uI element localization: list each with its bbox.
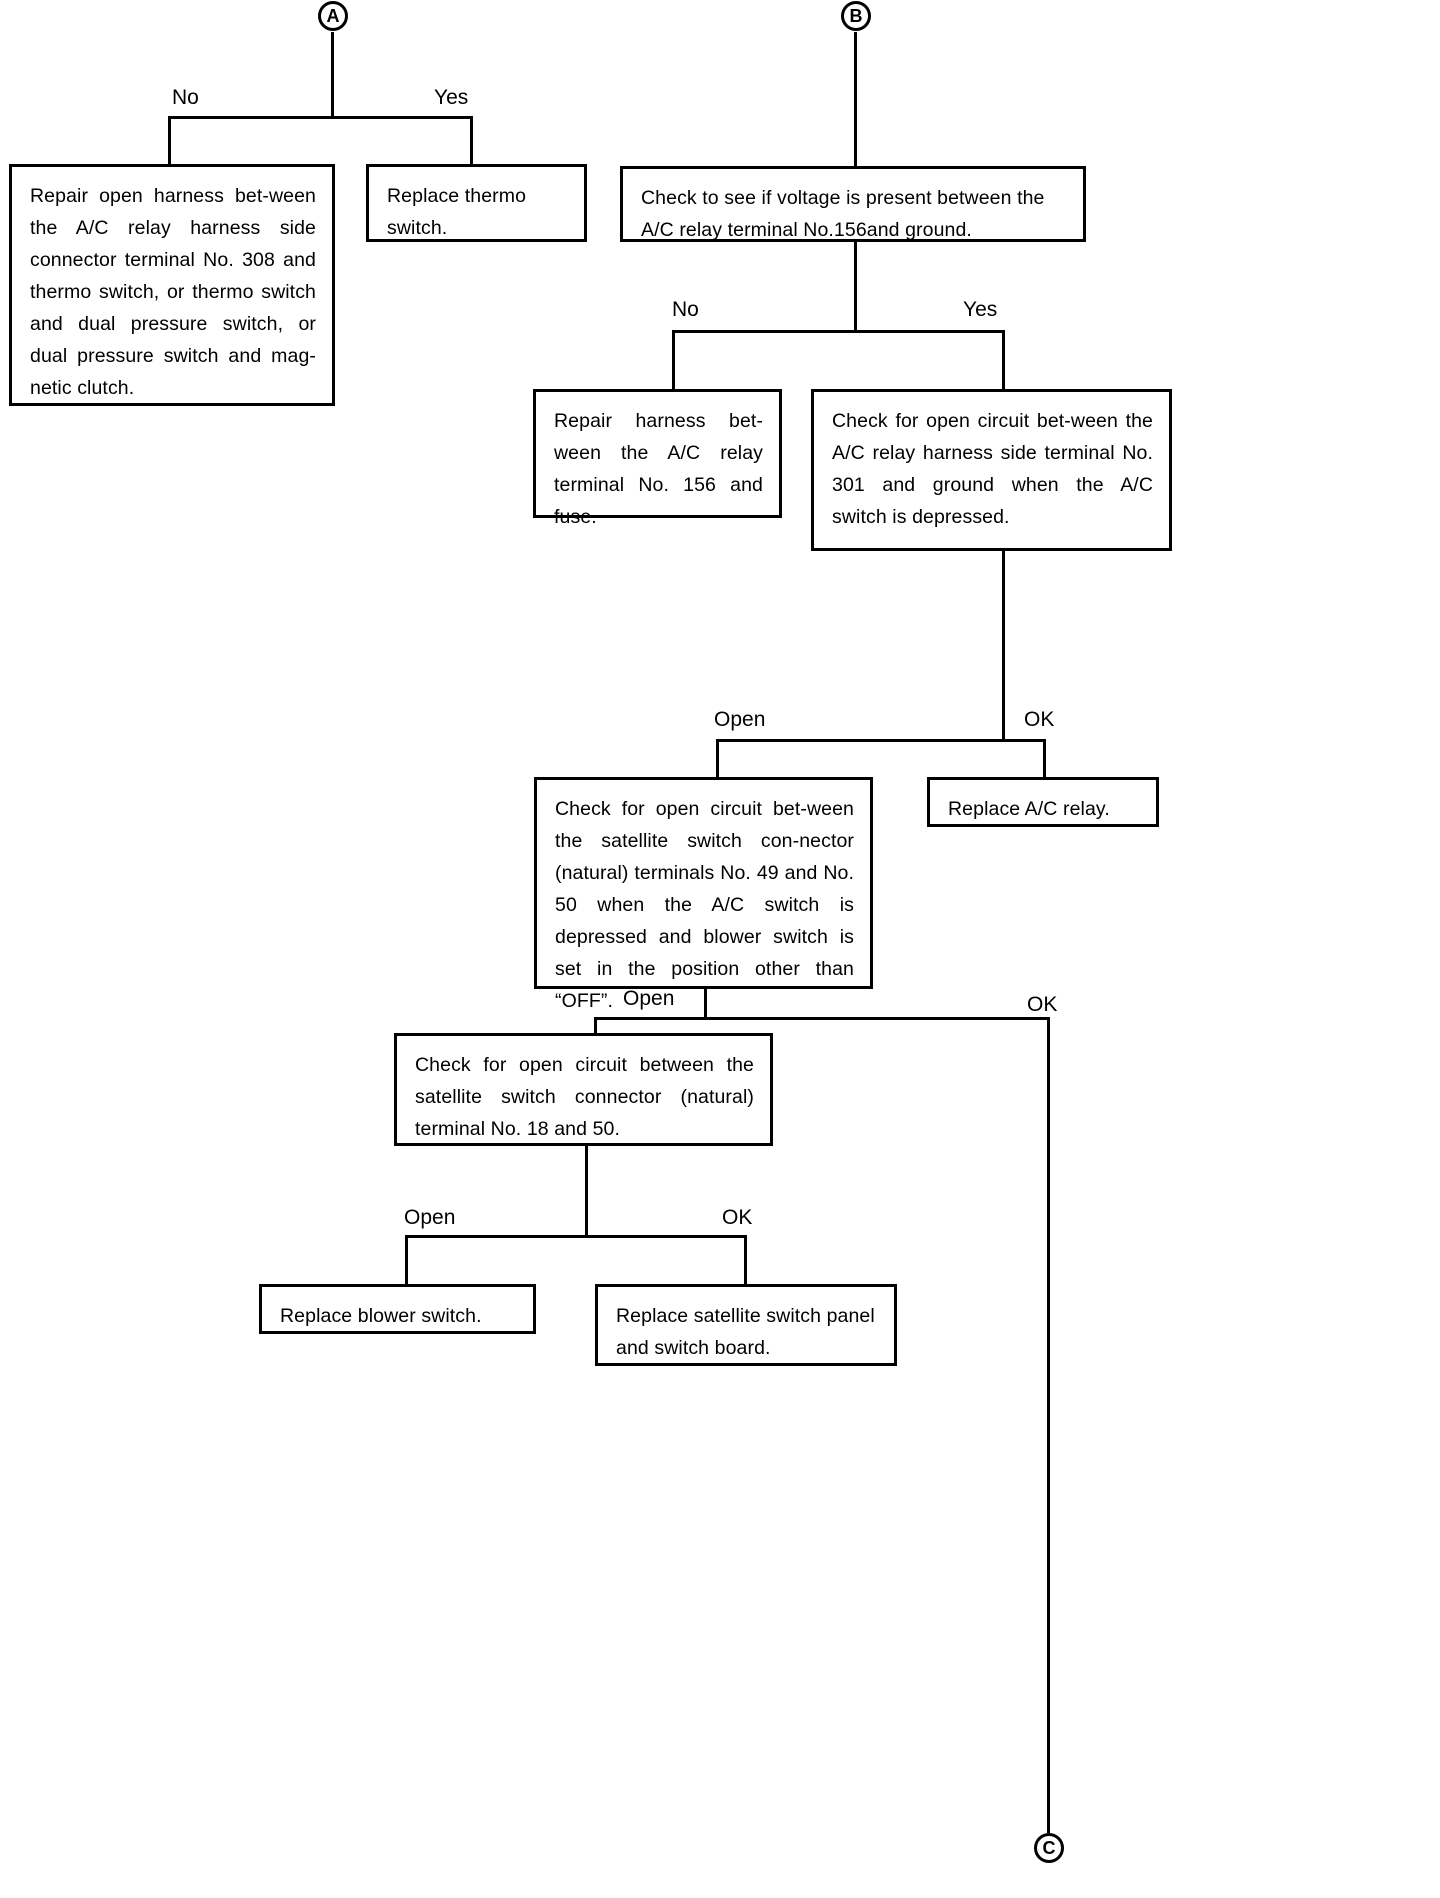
label-b-no: No xyxy=(672,298,699,321)
box-repair-open-harness-text: Repair open harness bet-​ween the A/C re… xyxy=(30,185,316,399)
box-check-satellite-18-50: Check for open circuit between the satel… xyxy=(394,1033,773,1146)
line-1850-open-drop xyxy=(405,1235,408,1287)
connector-b-circle: B xyxy=(841,1,871,31)
box-replace-thermo-switch: Replace thermo switch. xyxy=(366,164,587,242)
line-4950-ok-to-c xyxy=(1047,1017,1050,1833)
line-b-stem xyxy=(854,32,857,167)
line-a-no-drop xyxy=(168,116,171,166)
box-replace-ac-relay-text: Replace A/C relay. xyxy=(948,798,1110,820)
box-repair-open-harness: Repair open harness bet-​ween the A/C re… xyxy=(9,164,335,406)
label-a-no: No xyxy=(172,86,199,109)
label-ok-3: OK xyxy=(722,1206,753,1229)
box-replace-blower-switch-text: Replace blower switch. xyxy=(280,1305,482,1327)
box-check-open-301-text: Check for open circuit bet-​ween the A/C… xyxy=(832,410,1153,528)
box-check-satellite-49-50: Check for open circuit bet-​ween the sat… xyxy=(534,777,873,1012)
label-ok-1: OK xyxy=(1024,708,1055,731)
line-b-bus xyxy=(672,330,1005,333)
box-check-satellite-18-50-text: Check for open circuit between the satel… xyxy=(415,1054,754,1140)
line-a-bus xyxy=(168,116,473,119)
line-1850-ok-drop xyxy=(744,1235,747,1287)
label-open-3: Open xyxy=(404,1206,456,1229)
box-repair-harness-156: Repair harness bet-​ween the A/C relay t… xyxy=(533,389,782,528)
line-301-bus xyxy=(716,739,1046,742)
line-301-open-drop xyxy=(716,739,719,779)
line-b-out-stem xyxy=(854,242,857,330)
label-a-yes: Yes xyxy=(434,86,469,109)
line-301-out-stem xyxy=(1002,551,1005,741)
line-b-no-drop xyxy=(672,330,675,391)
line-1850-out-stem xyxy=(585,1146,588,1238)
line-a-yes-drop xyxy=(470,116,473,166)
line-301-ok-drop xyxy=(1043,739,1046,779)
connector-c-circle: C xyxy=(1034,1833,1064,1863)
label-b-yes: Yes xyxy=(963,298,998,321)
box-check-voltage: Check to see if voltage is present betwe… xyxy=(620,166,1086,242)
line-b-yes-drop xyxy=(1002,330,1005,391)
connector-a-circle: A xyxy=(318,1,348,31)
box-check-satellite-49-50-text: Check for open circuit bet-​ween the sat… xyxy=(555,798,854,1012)
line-4950-open-drop xyxy=(594,1017,597,1035)
line-1850-bus xyxy=(405,1235,747,1238)
label-open-1: Open xyxy=(714,708,766,731)
line-a-stem xyxy=(331,32,334,116)
box-repair-harness-156-text: Repair harness bet-​ween the A/C relay t… xyxy=(554,410,763,528)
line-4950-out-stem xyxy=(704,989,707,1019)
box-check-voltage-text: Check to see if voltage is present betwe… xyxy=(641,187,1045,241)
box-replace-thermo-switch-text: Replace thermo switch. xyxy=(387,185,527,239)
box-replace-satellite-panel-text: Replace satellite switch panel and switc… xyxy=(616,1305,875,1359)
label-open-2: Open xyxy=(623,987,675,1010)
box-check-open-301: Check for open circuit bet-​ween the A/C… xyxy=(811,389,1172,551)
box-replace-satellite-panel: Replace satellite switch panel and switc… xyxy=(595,1284,897,1366)
box-replace-blower-switch: Replace blower switch. xyxy=(259,1284,536,1334)
label-ok-2: OK xyxy=(1027,993,1058,1016)
box-replace-ac-relay: Replace A/C relay. xyxy=(927,777,1159,827)
line-4950-bus xyxy=(594,1017,1050,1020)
